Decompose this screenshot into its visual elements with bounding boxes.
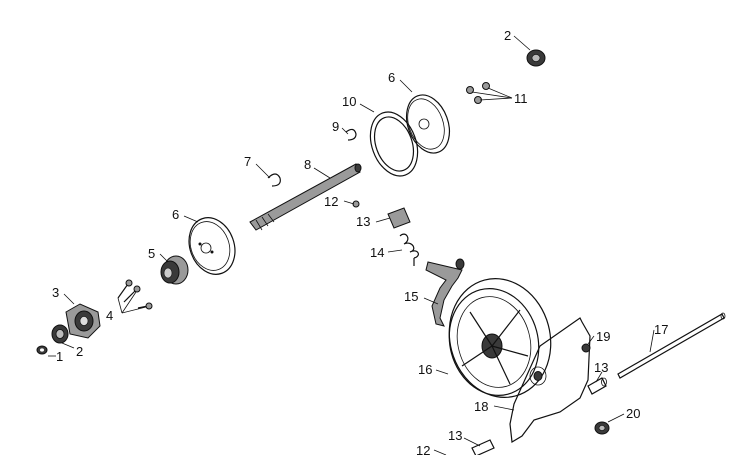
callout-8: 8 [304, 157, 311, 172]
part-5-hub [160, 255, 189, 285]
part-17-rod [617, 312, 726, 379]
callout-7: 7 [244, 154, 251, 169]
callout-9: 9 [332, 119, 339, 134]
part-15-idler-arm [425, 258, 465, 327]
part-18-bracket [509, 317, 591, 443]
part-2-bearing-top [526, 49, 546, 67]
callout-3: 3 [52, 285, 59, 300]
part-8-shaft [249, 163, 362, 231]
callout-13-upper: 13 [356, 214, 370, 229]
callout-12-bottom: 12 [416, 443, 430, 455]
callout-18: 18 [474, 399, 488, 414]
part-6-pulley-right [405, 94, 451, 154]
callout-2-lower: 2 [76, 344, 83, 359]
part-19-nut [581, 343, 591, 353]
callout-15: 15 [404, 289, 418, 304]
callout-19: 19 [596, 329, 610, 344]
part-2-bearing-lower [51, 324, 69, 344]
leader-lines [48, 35, 655, 455]
part-20-bearing [594, 421, 610, 435]
callout-17: 17 [654, 322, 668, 337]
callout-5: 5 [148, 246, 155, 261]
callout-6-left: 6 [172, 207, 179, 222]
callout-1: 1 [56, 349, 63, 364]
part-16-wheel [448, 278, 552, 398]
callout-20: 20 [626, 406, 640, 421]
callout-13-bottom: 13 [448, 428, 462, 443]
callout-6-right: 6 [388, 70, 395, 85]
part-13-spacer-right [587, 377, 607, 395]
callout-2-top: 2 [504, 28, 511, 43]
part-1-nut [36, 345, 48, 355]
callout-4: 4 [106, 308, 113, 323]
part-13-roller-bottom [471, 439, 495, 455]
part-3-flange [65, 303, 101, 339]
callout-labels: 1 2 2 3 4 5 6 6 7 8 9 10 11 12 12 13 13 … [52, 28, 668, 455]
part-7-clip [267, 173, 281, 187]
callout-10: 10 [342, 94, 356, 109]
part-6-pulley-left [188, 217, 236, 275]
part-4-bolts [117, 279, 153, 310]
part-14-spring [399, 233, 419, 266]
callout-12-upper: 12 [324, 194, 338, 209]
callout-13-right: 13 [594, 360, 608, 375]
callout-16: 16 [418, 362, 432, 377]
callout-14: 14 [370, 245, 384, 260]
part-13-roller-upper [387, 207, 411, 229]
part-9-key [345, 128, 357, 141]
callout-11: 11 [514, 91, 528, 106]
part-10-belt [369, 111, 419, 177]
